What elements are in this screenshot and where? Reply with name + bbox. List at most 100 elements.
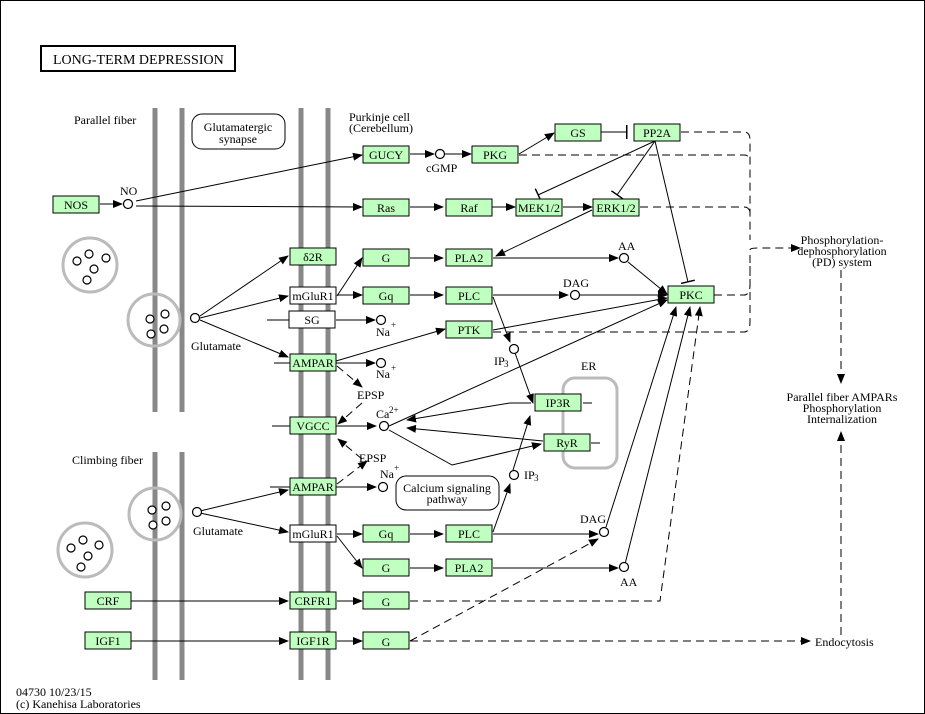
- node-pla2[interactable]: PLA2: [445, 248, 493, 267]
- svg-text:Glutamatergic: Glutamatergic: [204, 120, 272, 134]
- node-mglur1[interactable]: mGluR1: [289, 524, 337, 543]
- no-compound[interactable]: [122, 198, 134, 210]
- svg-text:Na: Na: [380, 467, 395, 481]
- svg-text:NOS: NOS: [64, 198, 88, 212]
- svg-text:ERK1/2: ERK1/2: [596, 201, 635, 215]
- node-plc[interactable]: PLC: [445, 524, 493, 543]
- node-plc[interactable]: PLC: [445, 286, 493, 305]
- ip3-compound[interactable]: [508, 343, 520, 355]
- glutamate-compound[interactable]: [189, 312, 201, 324]
- svg-text:3: 3: [534, 473, 539, 483]
- svg-text:IGF1R: IGF1R: [296, 634, 329, 648]
- node-ip3r[interactable]: IP3R: [534, 393, 582, 412]
- node-igf1r[interactable]: IGF1R: [289, 631, 337, 650]
- outcome-label: Phosphorylation-: [801, 233, 884, 247]
- node-raf[interactable]: Raf: [445, 198, 493, 217]
- aa-compound[interactable]: [618, 252, 630, 264]
- outcome-label: Internalization: [807, 412, 877, 426]
- node-erk[interactable]: ERK1/2: [592, 198, 640, 217]
- title-box: LONG-TERM DEPRESSION: [40, 45, 236, 72]
- node-g[interactable]: G: [362, 248, 410, 267]
- svg-text:SG: SG: [304, 313, 320, 327]
- glutamate-compound[interactable]: [191, 506, 203, 518]
- node-pp2a[interactable]: PP2A: [633, 123, 681, 142]
- svg-text:Ca: Ca: [376, 407, 390, 421]
- node-sg[interactable]: SG: [288, 310, 336, 329]
- node-ryr[interactable]: RyR: [543, 433, 591, 452]
- node-ptk[interactable]: PTK: [445, 320, 493, 339]
- ca-compound[interactable]: [378, 420, 390, 432]
- node-ampar[interactable]: AMPAR: [289, 477, 337, 496]
- region-label: ER: [581, 359, 596, 373]
- svg-text:GUCY: GUCY: [369, 148, 403, 162]
- svg-text:PKG: PKG: [483, 148, 507, 162]
- glutamatergic-synapse-map[interactable]: Glutamatergic synapse: [191, 113, 286, 150]
- svg-text:3: 3: [504, 359, 509, 369]
- region-label: Parallel fiber: [74, 113, 136, 127]
- node-g[interactable]: G: [362, 591, 410, 610]
- svg-text:PKC: PKC: [679, 288, 702, 302]
- outcome-label: Endocytosis: [815, 635, 874, 649]
- svg-text:CRFR1: CRFR1: [295, 594, 332, 608]
- node-crf[interactable]: CRF: [84, 591, 132, 610]
- node-gs[interactable]: GS: [554, 123, 602, 142]
- svg-text:synapse: synapse: [219, 132, 257, 146]
- dag-compound[interactable]: [569, 289, 581, 301]
- svg-text:δ2R: δ2R: [303, 250, 323, 264]
- svg-text:Gq: Gq: [379, 289, 394, 303]
- node-pkc[interactable]: PKC: [667, 285, 715, 304]
- node-pkg[interactable]: PKG: [471, 145, 519, 164]
- cgmp-compound[interactable]: [434, 148, 446, 160]
- node-nos[interactable]: NOS: [52, 195, 100, 214]
- gene-nodes: NOS GUCY PKG GS PP2A Ras Raf MEK1/2 ERK1…: [52, 123, 715, 650]
- node-ampar[interactable]: AMPAR: [289, 353, 337, 372]
- outcome-label: (PD) system: [812, 255, 872, 269]
- svg-text:Gq: Gq: [379, 527, 394, 541]
- dag-compound[interactable]: [598, 526, 610, 538]
- edges: [100, 125, 845, 645]
- node-gq[interactable]: Gq: [362, 286, 410, 305]
- node-pla2[interactable]: PLA2: [445, 558, 493, 577]
- na-compound[interactable]: [377, 481, 389, 493]
- labels: Parallel fiber Climbing fiber Purkinje c…: [16, 110, 898, 711]
- node-g[interactable]: G: [362, 631, 410, 650]
- outcome-label: Parallel fiber AMPARs: [787, 390, 898, 404]
- svg-text:AMPAR: AMPAR: [292, 480, 334, 494]
- node-ras[interactable]: Ras: [362, 198, 410, 217]
- svg-text:G: G: [382, 635, 391, 649]
- node-igf1[interactable]: IGF1: [84, 631, 132, 650]
- node-g[interactable]: G: [362, 558, 410, 577]
- node-mek[interactable]: MEK1/2: [515, 198, 563, 217]
- svg-text:G: G: [382, 561, 391, 575]
- svg-text:Glutamate: Glutamate: [193, 524, 243, 538]
- svg-text:MEK1/2: MEK1/2: [518, 201, 560, 215]
- svg-text:G: G: [382, 595, 391, 609]
- node-mglur1[interactable]: mGluR1: [289, 286, 337, 305]
- er-compartment: [561, 376, 619, 470]
- outcome-label: dephosphorylation: [797, 244, 886, 258]
- svg-text:Calcium signaling: Calcium signaling: [403, 481, 491, 495]
- node-d2r[interactable]: δ2R: [289, 247, 337, 266]
- node-gq[interactable]: Gq: [362, 524, 410, 543]
- svg-text:CRF: CRF: [97, 594, 120, 608]
- svg-text:cGMP: cGMP: [426, 161, 458, 175]
- aa-compound[interactable]: [618, 561, 630, 573]
- ip3-compound[interactable]: [508, 469, 520, 481]
- svg-text:PLC: PLC: [458, 527, 480, 541]
- region-label: (Cerebellum): [349, 121, 413, 135]
- svg-text:Na: Na: [376, 367, 391, 381]
- svg-text:AA: AA: [620, 575, 638, 589]
- map-id: 04730 10/23/15: [16, 685, 92, 699]
- svg-text:EPSP: EPSP: [357, 388, 385, 402]
- svg-text:NO: NO: [120, 184, 138, 198]
- node-crfr1[interactable]: CRFR1: [289, 591, 337, 610]
- calcium-signaling-map[interactable]: Calcium signaling pathway: [395, 475, 500, 511]
- node-vgcc[interactable]: VGCC: [289, 416, 337, 435]
- na-compound[interactable]: [375, 357, 387, 369]
- na-compound[interactable]: [375, 314, 387, 326]
- region-label: Purkinje cell: [349, 110, 411, 124]
- node-gucy[interactable]: GUCY: [362, 145, 410, 164]
- svg-text:DAG: DAG: [563, 276, 589, 290]
- svg-text:EPSP: EPSP: [359, 451, 387, 465]
